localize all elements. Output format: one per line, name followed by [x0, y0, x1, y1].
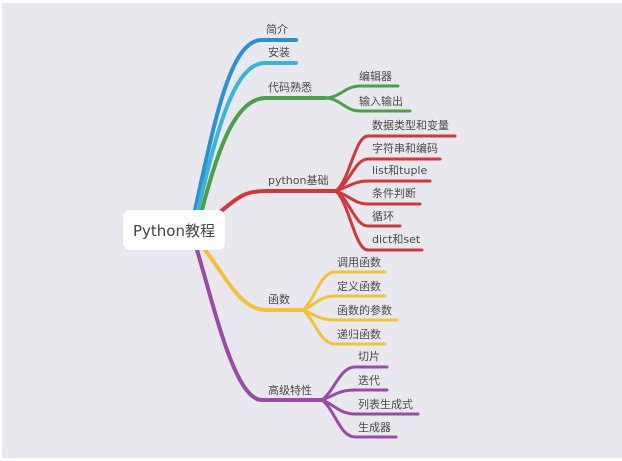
branch-line-functions: [203, 248, 305, 312]
branch-install[interactable]: 安装: [268, 46, 290, 59]
branch-advanced-features[interactable]: 高级特性: [268, 384, 312, 397]
root-node[interactable]: Python教程: [123, 210, 225, 250]
branch-line-basics: [218, 189, 338, 214]
leaf-datatypes[interactable]: 数据类型和变量: [372, 119, 449, 132]
branch-functions[interactable]: 函数: [268, 293, 290, 306]
branch-line-code: [200, 96, 327, 212]
leaf-editor[interactable]: 编辑器: [359, 70, 392, 83]
leaf-slicing[interactable]: 切片: [358, 350, 380, 363]
leaf-function-params[interactable]: 函数的参数: [337, 304, 392, 317]
leaf-dict-set[interactable]: dict和set: [372, 233, 421, 246]
child-line: [323, 96, 412, 113]
mindmap-canvas: [2, 3, 622, 458]
leaf-iteration[interactable]: 迭代: [358, 374, 380, 387]
leaf-define-functions[interactable]: 定义函数: [337, 280, 381, 293]
leaf-list-tuple[interactable]: list和tuple: [372, 164, 428, 177]
branch-code-familiarity[interactable]: 代码熟悉: [268, 81, 312, 94]
branch-line-advanced: [195, 248, 324, 402]
branch-line-install: [196, 61, 298, 212]
leaf-loops[interactable]: 循环: [372, 210, 394, 223]
leaf-strings[interactable]: 字符串和编码: [372, 142, 438, 155]
branch-line-intro: [193, 38, 298, 212]
leaf-call-functions[interactable]: 调用函数: [337, 256, 381, 269]
leaf-io[interactable]: 输入输出: [359, 95, 403, 108]
branch-python-basics[interactable]: python基础: [268, 174, 329, 187]
leaf-generators[interactable]: 生成器: [358, 421, 391, 434]
leaf-list-comprehension[interactable]: 列表生成式: [358, 398, 413, 411]
leaf-recursive-functions[interactable]: 递归函数: [337, 328, 381, 341]
branch-intro[interactable]: 简介: [266, 23, 288, 36]
leaf-conditions[interactable]: 条件判断: [372, 187, 416, 200]
root-label: Python教程: [133, 221, 215, 240]
